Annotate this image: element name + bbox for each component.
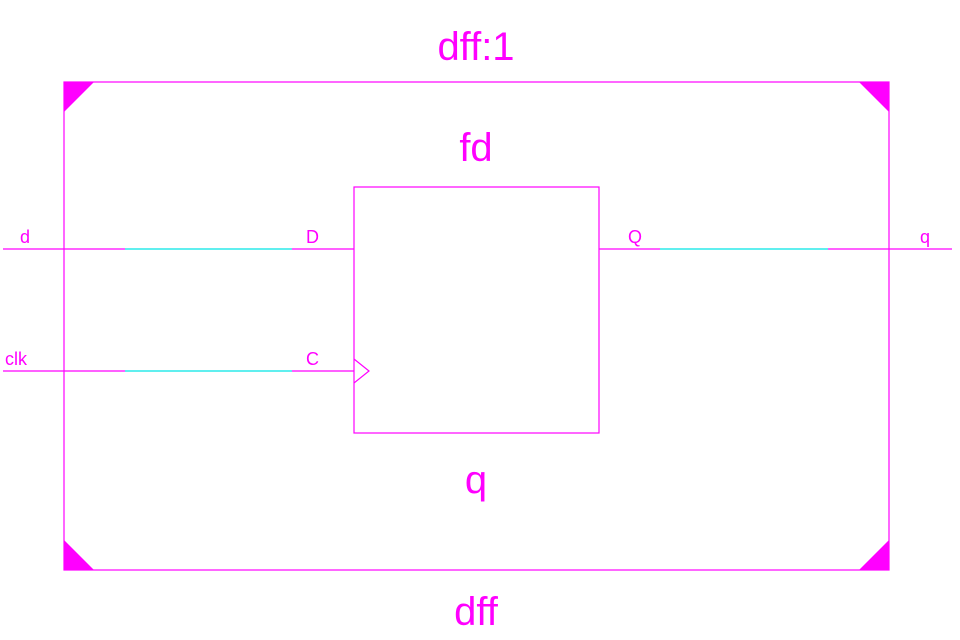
cell-name-label: q [465,458,487,502]
port-q-label: q [920,227,930,247]
port-d-label: d [20,227,30,247]
module-corner-bottom-right [859,540,889,570]
pin-d-label: D [306,227,319,247]
cell-type-label: fd [459,126,492,170]
module-name-label: dff [454,590,499,634]
module-corner-top-left [64,82,94,112]
port-clk-label: clk [5,349,28,369]
module-boundary[interactable] [63,81,890,571]
instance-name-label: dff:1 [437,25,514,69]
fd-cell-box[interactable] [353,186,600,434]
pin-q-label: Q [628,227,642,247]
module-corner-top-right [859,82,889,112]
module-corner-bottom-left [64,540,94,570]
fd-cell[interactable] [353,186,600,434]
module-block[interactable] [63,81,890,571]
clock-triangle-icon [353,358,370,384]
pin-c-label: C [306,349,319,369]
